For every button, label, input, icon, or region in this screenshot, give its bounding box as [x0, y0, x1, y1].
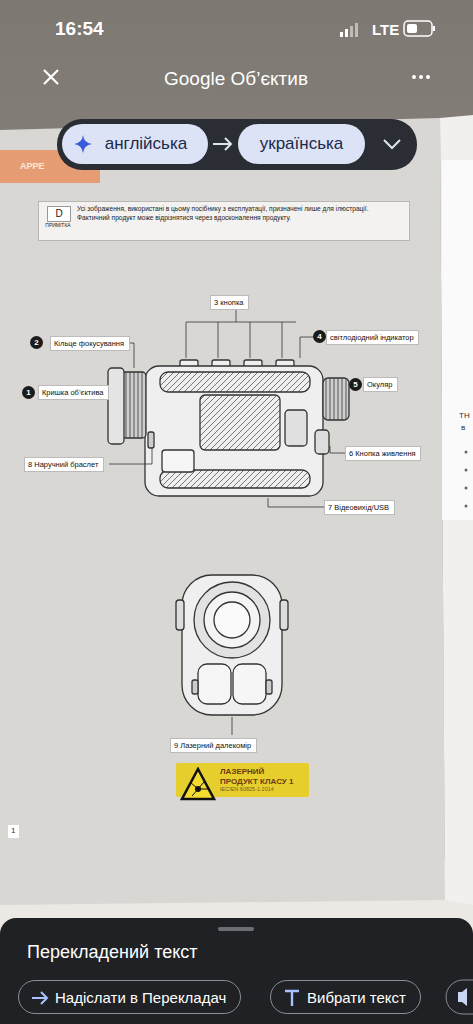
status-time: 16:54	[55, 18, 104, 40]
bottom-sheet: Надіслати в Перекладач Вибрати текст Перек…	[0, 918, 473, 1024]
action-button: Вибрати текст	[270, 980, 421, 1014]
part-label: 6 Кнопка живлення	[345, 446, 421, 461]
label-text: ЛАЗЕРНИЙ ПРОДУКТ КЛАСУ 1	[220, 767, 302, 786]
menu-dots	[412, 75, 430, 79]
part-label: світлодіодний індикатор	[326, 330, 419, 345]
label-text: 8 Наручний браслет	[28, 460, 100, 469]
label-text: англійська	[105, 134, 188, 154]
sheet-decor	[0, 918, 473, 1024]
label-text: світлодіодний індикатор	[330, 333, 415, 342]
bullets	[465, 451, 468, 508]
part-label: Окуляр	[363, 377, 398, 392]
label-text: Усі зображення, використані в цьому посі…	[77, 205, 403, 223]
part-label: 3 кнопка	[210, 295, 249, 310]
action-button: Надіслати в Перекладач	[18, 980, 241, 1014]
right-page-text: в	[461, 423, 465, 432]
network-label: LTE	[372, 21, 399, 38]
arrow-icon	[213, 138, 231, 150]
laser-warning-sign: ЛАЗЕРНИЙ ПРОДУКТ КЛАСУ 1IEC/EN 60825-1:2…	[176, 763, 309, 797]
label-text: D	[47, 206, 71, 222]
language-pill: українська	[238, 124, 365, 164]
callout-number: 4	[313, 330, 326, 343]
text-select-icon	[283, 989, 301, 1007]
page-number-box	[8, 825, 19, 838]
status-icons	[340, 21, 435, 37]
section-tab-text: APPE	[20, 161, 45, 171]
laser-hazard-icon	[180, 767, 216, 801]
label-text: ПРИМІТКА	[42, 222, 74, 229]
manual-page	[0, 118, 445, 905]
label-text: Кришка об’єктива	[42, 388, 105, 397]
page-number: 1	[11, 826, 15, 835]
label-text: 3 кнопка	[214, 298, 245, 307]
part-label: Кришка об’єктива	[38, 385, 109, 400]
part-label: 7 Відеовихід/USB	[324, 500, 395, 515]
label-text: Перекладений текст	[27, 942, 198, 963]
language-pill: англійська	[62, 124, 208, 164]
label-text: Надіслати в Перекладач	[55, 989, 226, 1006]
part-label: Кільце фокусування	[50, 336, 130, 351]
device-front-view	[176, 575, 288, 715]
language-bar	[57, 119, 417, 170]
label-text: 9 Лазерний далекомір	[174, 741, 253, 750]
right-page	[440, 115, 473, 905]
leader-lines	[103, 310, 362, 735]
part-label: 9 Лазерний далекомір	[170, 738, 257, 753]
chevron-icon	[384, 140, 400, 148]
callout-number: 1	[22, 386, 35, 399]
label-text: IEC/EN 60825-1:2014	[220, 786, 303, 793]
note-box: DПРИМІТКАУсі зображення, використані в ц…	[38, 201, 410, 241]
label-text: 6 Кнопка живлення	[349, 449, 417, 458]
right-page-box	[442, 160, 473, 520]
callout-number: 5	[349, 378, 362, 391]
sparkle-icon	[74, 135, 92, 153]
app-title: Google Об’єктив	[164, 68, 308, 90]
label-text: 7 Відеовихід/USB	[328, 503, 391, 512]
right-page-text: TH	[459, 411, 470, 420]
close-icon	[44, 70, 58, 84]
callout-number: 2	[30, 336, 43, 349]
label-text: Кільце фокусування	[54, 339, 126, 348]
label-text: українська	[260, 134, 344, 154]
device-side-view	[108, 360, 349, 496]
label-text: Окуляр	[367, 380, 394, 389]
part-label: 8 Наручний браслет	[24, 457, 104, 472]
send-icon	[31, 990, 49, 1006]
label-text: Вибрати текст	[307, 989, 406, 1006]
